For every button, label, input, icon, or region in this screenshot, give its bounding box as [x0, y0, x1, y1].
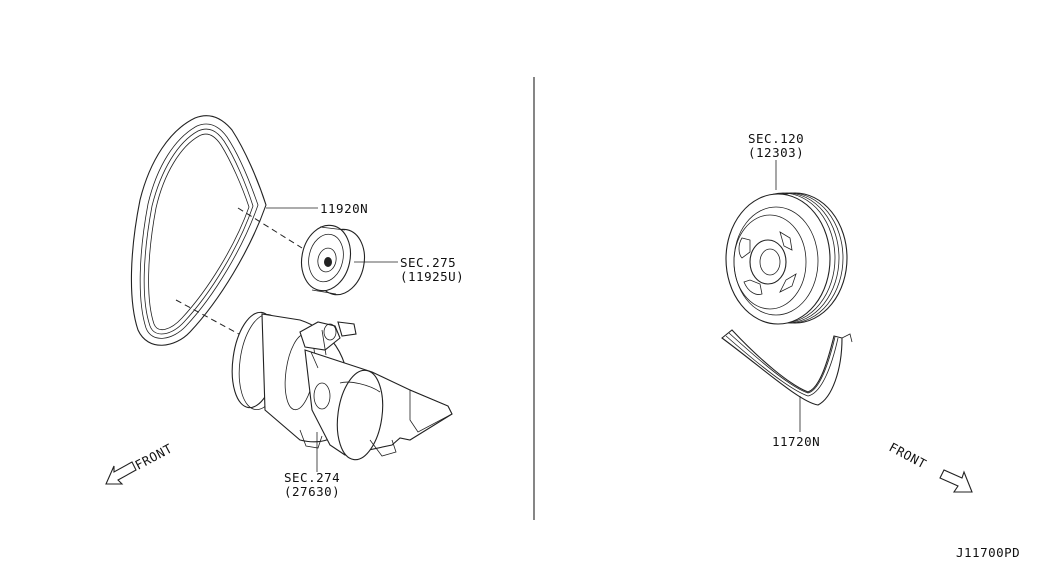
idler-pulley [300, 224, 366, 296]
pulley-sec-label: SEC.120 [748, 131, 804, 146]
pulley-part-label: (12303) [748, 145, 804, 160]
front-left-label: FRONT [132, 441, 174, 473]
compressor-part-label: (27630) [284, 484, 340, 499]
front-right-label: FRONT [887, 439, 929, 471]
belt-left-label: 11920N [320, 201, 368, 216]
diagram-code: J11700PD [956, 545, 1020, 560]
idler-sec-label: SEC.275 [400, 255, 456, 270]
idler-part-label: (11925U) [400, 269, 464, 284]
crankshaft-pulley [725, 192, 848, 325]
ac-compressor [231, 311, 453, 461]
front-arrow-left: FRONT [105, 441, 175, 485]
drive-belt-left [130, 115, 267, 346]
compressor-sec-label: SEC.274 [284, 470, 340, 485]
drive-belt-right [721, 329, 853, 406]
front-arrow-right: FRONT [887, 439, 973, 493]
belt-right-label: 11720N [772, 434, 820, 449]
